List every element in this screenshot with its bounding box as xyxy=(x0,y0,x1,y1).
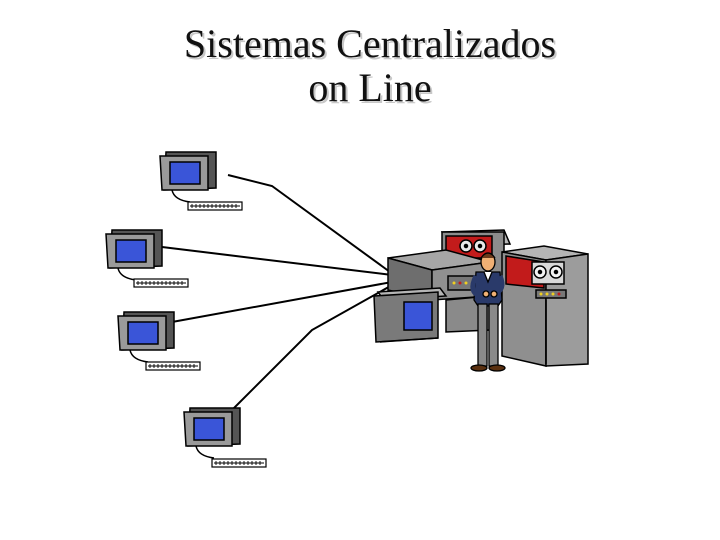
operator xyxy=(470,252,506,372)
screen xyxy=(127,321,159,345)
screen xyxy=(169,161,201,185)
terminal-1 xyxy=(159,151,243,211)
cable-4 xyxy=(229,283,395,413)
title-line-2: on Line xyxy=(308,65,432,110)
terminal-4 xyxy=(183,407,267,468)
terminal-3 xyxy=(117,311,201,371)
screen xyxy=(115,239,147,263)
operator-legs-left xyxy=(477,303,488,367)
screen xyxy=(193,417,225,441)
terminal-2 xyxy=(105,229,189,288)
cable-2 xyxy=(161,246,393,276)
cable-3 xyxy=(171,281,393,323)
keyboard-icon xyxy=(145,361,201,371)
operator-legs-right xyxy=(488,303,499,367)
keyboard-icon xyxy=(187,201,243,211)
keyboard-icon xyxy=(211,458,267,468)
keyboard-icon xyxy=(133,278,189,288)
tape-drive-right xyxy=(501,245,589,367)
screen xyxy=(403,301,433,331)
cable-1 xyxy=(227,174,391,273)
network-cables xyxy=(161,174,395,413)
console-monitor xyxy=(373,287,448,343)
title-line-1: Sistemas Centralizados xyxy=(183,21,557,66)
slide-title: Sistemas Centralizados on Line xyxy=(0,22,720,110)
